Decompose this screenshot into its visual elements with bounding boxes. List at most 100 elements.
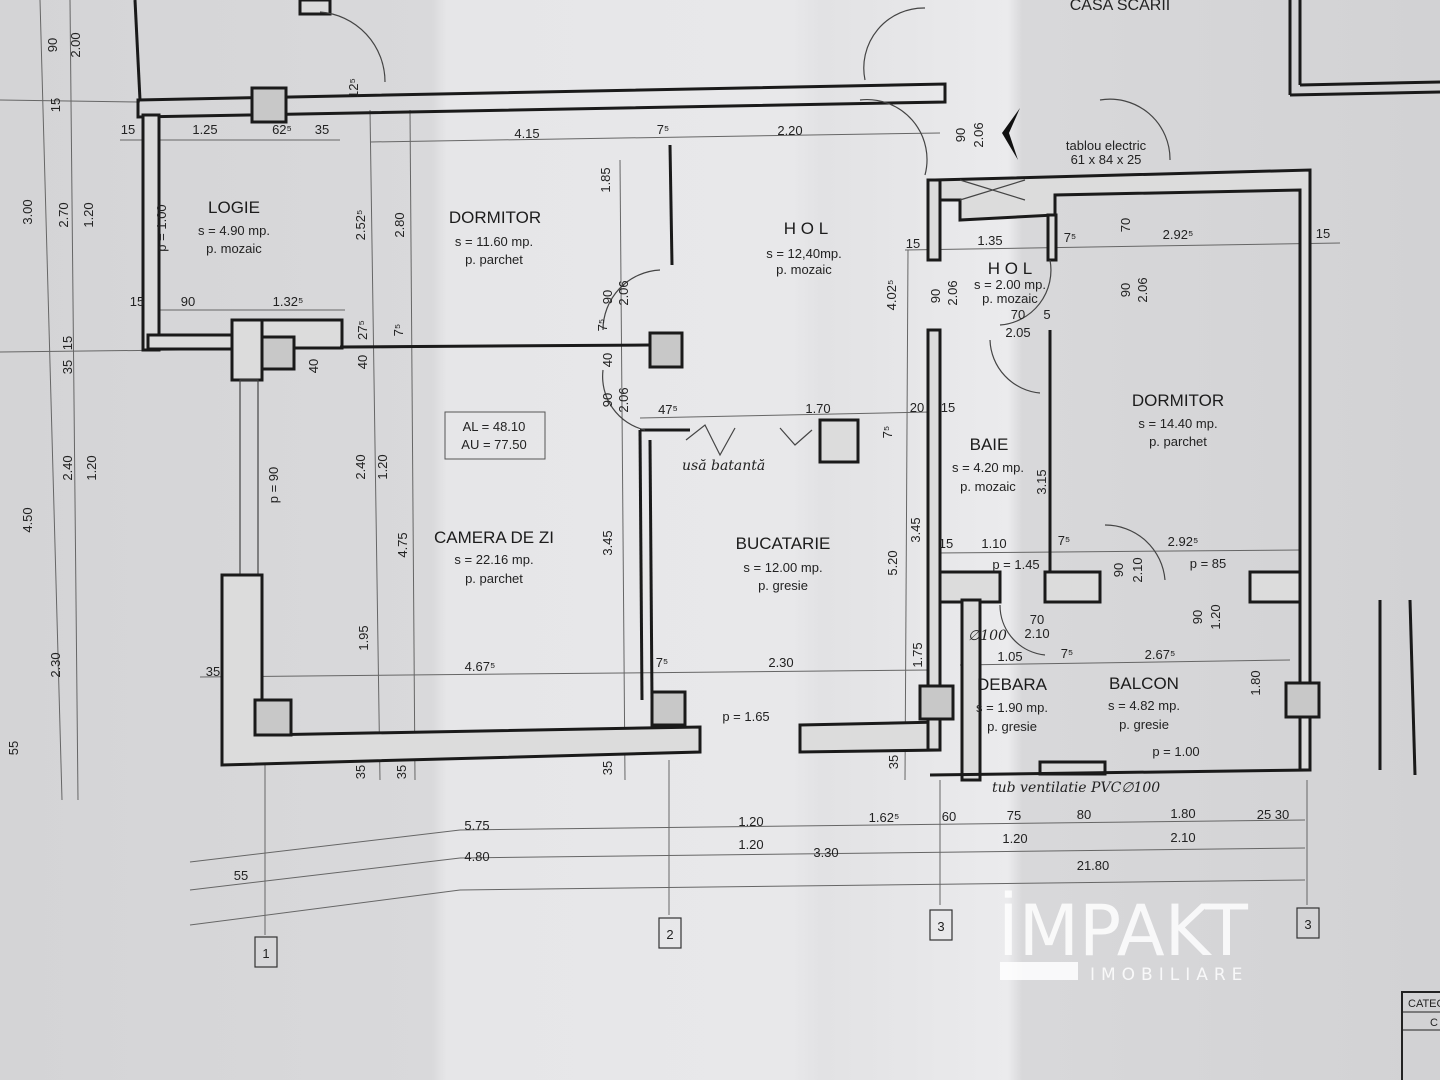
annotations: tablou electric 61 x 84 x 25 AL = 48.10 … <box>461 138 1160 796</box>
dimension-label: 2.52⁵ <box>353 210 368 241</box>
dimension-label: 5.75 <box>464 818 489 833</box>
axis-label: 2 <box>666 927 673 942</box>
dimension-label: 7⁵ <box>656 655 669 670</box>
room-area: s = 12.00 mp. <box>743 560 822 575</box>
dimension-label: 4.02⁵ <box>884 280 899 311</box>
room-name: BUCATARIE <box>736 534 831 553</box>
dimension-label: 1.20 <box>738 814 763 829</box>
dimension-label: 90 <box>928 289 943 303</box>
dimension-label: 15 <box>121 122 135 137</box>
dimension-label: 3.15 <box>1034 469 1049 494</box>
dimension-label: 2.06 <box>971 122 986 147</box>
dimension-label: 2.40 <box>353 454 368 479</box>
dimension-label: 2.40 <box>60 455 75 480</box>
dimension-label: 7⁵ <box>880 426 895 439</box>
dimension-label: 1.70 <box>805 401 830 416</box>
room-area: s = 2.00 mp. <box>974 277 1046 292</box>
room-area: s = 4.90 mp. <box>198 223 270 238</box>
dimension-label: 3.30 <box>813 845 838 860</box>
dimension-label: 55 <box>234 868 248 883</box>
dimension-label: 35 <box>394 765 409 779</box>
dimension-label: 62⁵ <box>272 122 292 137</box>
dimension-label: 7⁵ <box>1064 230 1077 245</box>
dimension-label: 1.20 <box>1208 604 1223 629</box>
dimension-label: 1.20 <box>375 454 390 479</box>
room-area: s = 22.16 mp. <box>454 552 533 567</box>
watermark-brand: İMPAKT <box>998 890 1248 972</box>
dimension-label: p = 1.00 <box>1152 744 1199 759</box>
dimension-label: 55 <box>6 741 21 755</box>
dimension-label: 5 <box>1043 307 1050 322</box>
dimension-label: 2.05 <box>1005 325 1030 340</box>
room-area: s = 12,40mp. <box>766 246 842 261</box>
dimension-label: 80 <box>1077 807 1091 822</box>
dimension-label: 60 <box>942 809 956 824</box>
dimension-label: 1.80 <box>1248 670 1263 695</box>
dimension-label: 40 <box>306 359 321 373</box>
dimension-label: 15 <box>130 294 144 309</box>
dimension-label: 7⁵ <box>1058 533 1071 548</box>
phi-note: ∅100 <box>968 628 1007 644</box>
dimension-label: 35 <box>60 360 75 374</box>
door-swings <box>319 7 1171 656</box>
title-block: CATEG C <box>1401 991 1440 1080</box>
room-name: CAMERA DE ZI <box>434 528 554 547</box>
dimension-label: 27⁵ <box>355 320 370 340</box>
dimension-label: p = 90 <box>266 467 281 504</box>
au-value: AU = 77.50 <box>461 437 526 452</box>
dimension-label: 90 <box>1118 283 1133 297</box>
dimension-label: 1.20 <box>1002 831 1027 846</box>
tablou-label: tablou electric <box>1066 138 1147 153</box>
dimension-label: 7⁵ <box>657 122 670 137</box>
dimension-label: 2.30 <box>768 655 793 670</box>
dimension-label: 4.80 <box>464 849 489 864</box>
dimension-label: 75 <box>1007 808 1021 823</box>
dimension-label: 2.06 <box>945 280 960 305</box>
dimension-label: p = 1.45 <box>992 557 1039 572</box>
dimension-lines <box>0 0 1341 935</box>
dimension-label: 2.20 <box>777 123 802 138</box>
dimension-label: 3.45 <box>908 517 923 542</box>
dimension-label: 1.85 <box>598 167 613 192</box>
dimension-label: 3.00 <box>20 199 35 224</box>
dimension-label: 4.75 <box>395 532 410 557</box>
dimension-label: 90 <box>600 290 615 304</box>
dimension-label: 2.10 <box>1170 830 1195 845</box>
room-area: s = 4.82 mp. <box>1108 698 1180 713</box>
dimension-label: 4.15 <box>514 126 539 141</box>
dimension-label: 15 <box>906 236 920 251</box>
dimension-label: 2.30 <box>48 652 63 677</box>
room-name: DEBARA <box>977 675 1048 694</box>
dimension-label: 2.06 <box>616 280 631 305</box>
dimension-label: 2.67⁵ <box>1145 647 1176 662</box>
dimension-label: 40 <box>600 353 615 367</box>
dimension-label: 35 <box>315 122 329 137</box>
room-name: DORMITOR <box>449 208 541 227</box>
tablou-size: 61 x 84 x 25 <box>1071 152 1142 167</box>
dimension-label: 7⁵ <box>1061 646 1074 661</box>
room-area: s = 1.90 mp. <box>976 700 1048 715</box>
room-area: s = 4.20 mp. <box>952 460 1024 475</box>
axis-label: 1 <box>262 946 269 961</box>
room-name: DORMITOR <box>1132 391 1224 410</box>
dimension-label: 47⁵ <box>658 402 678 417</box>
dimension-label: 3.45 <box>600 530 615 555</box>
axis-label: 3 <box>1304 917 1311 932</box>
dimension-label: 90 <box>953 128 968 142</box>
room-floor: p. mozaic <box>776 262 832 277</box>
dimension-label: 70 <box>1118 218 1133 232</box>
watermark-logo: İMPAKT IMOBILIARE <box>998 890 1248 985</box>
dimension-label: 2.92⁵ <box>1168 534 1199 549</box>
walls <box>133 0 1440 782</box>
dimension-label: 1.20 <box>84 455 99 480</box>
room-floor: p. mozaic <box>982 291 1038 306</box>
axis-markers: 1 2 3 3 <box>254 907 1320 968</box>
dimension-label: 4.50 <box>20 507 35 532</box>
dimension-label: 7⁵ <box>391 324 406 337</box>
dimension-label: 12⁵ <box>346 78 361 98</box>
room-name: LOGIE <box>208 198 260 217</box>
dimension-label: 90 <box>600 393 615 407</box>
dimension-label: 5.20 <box>885 550 900 575</box>
